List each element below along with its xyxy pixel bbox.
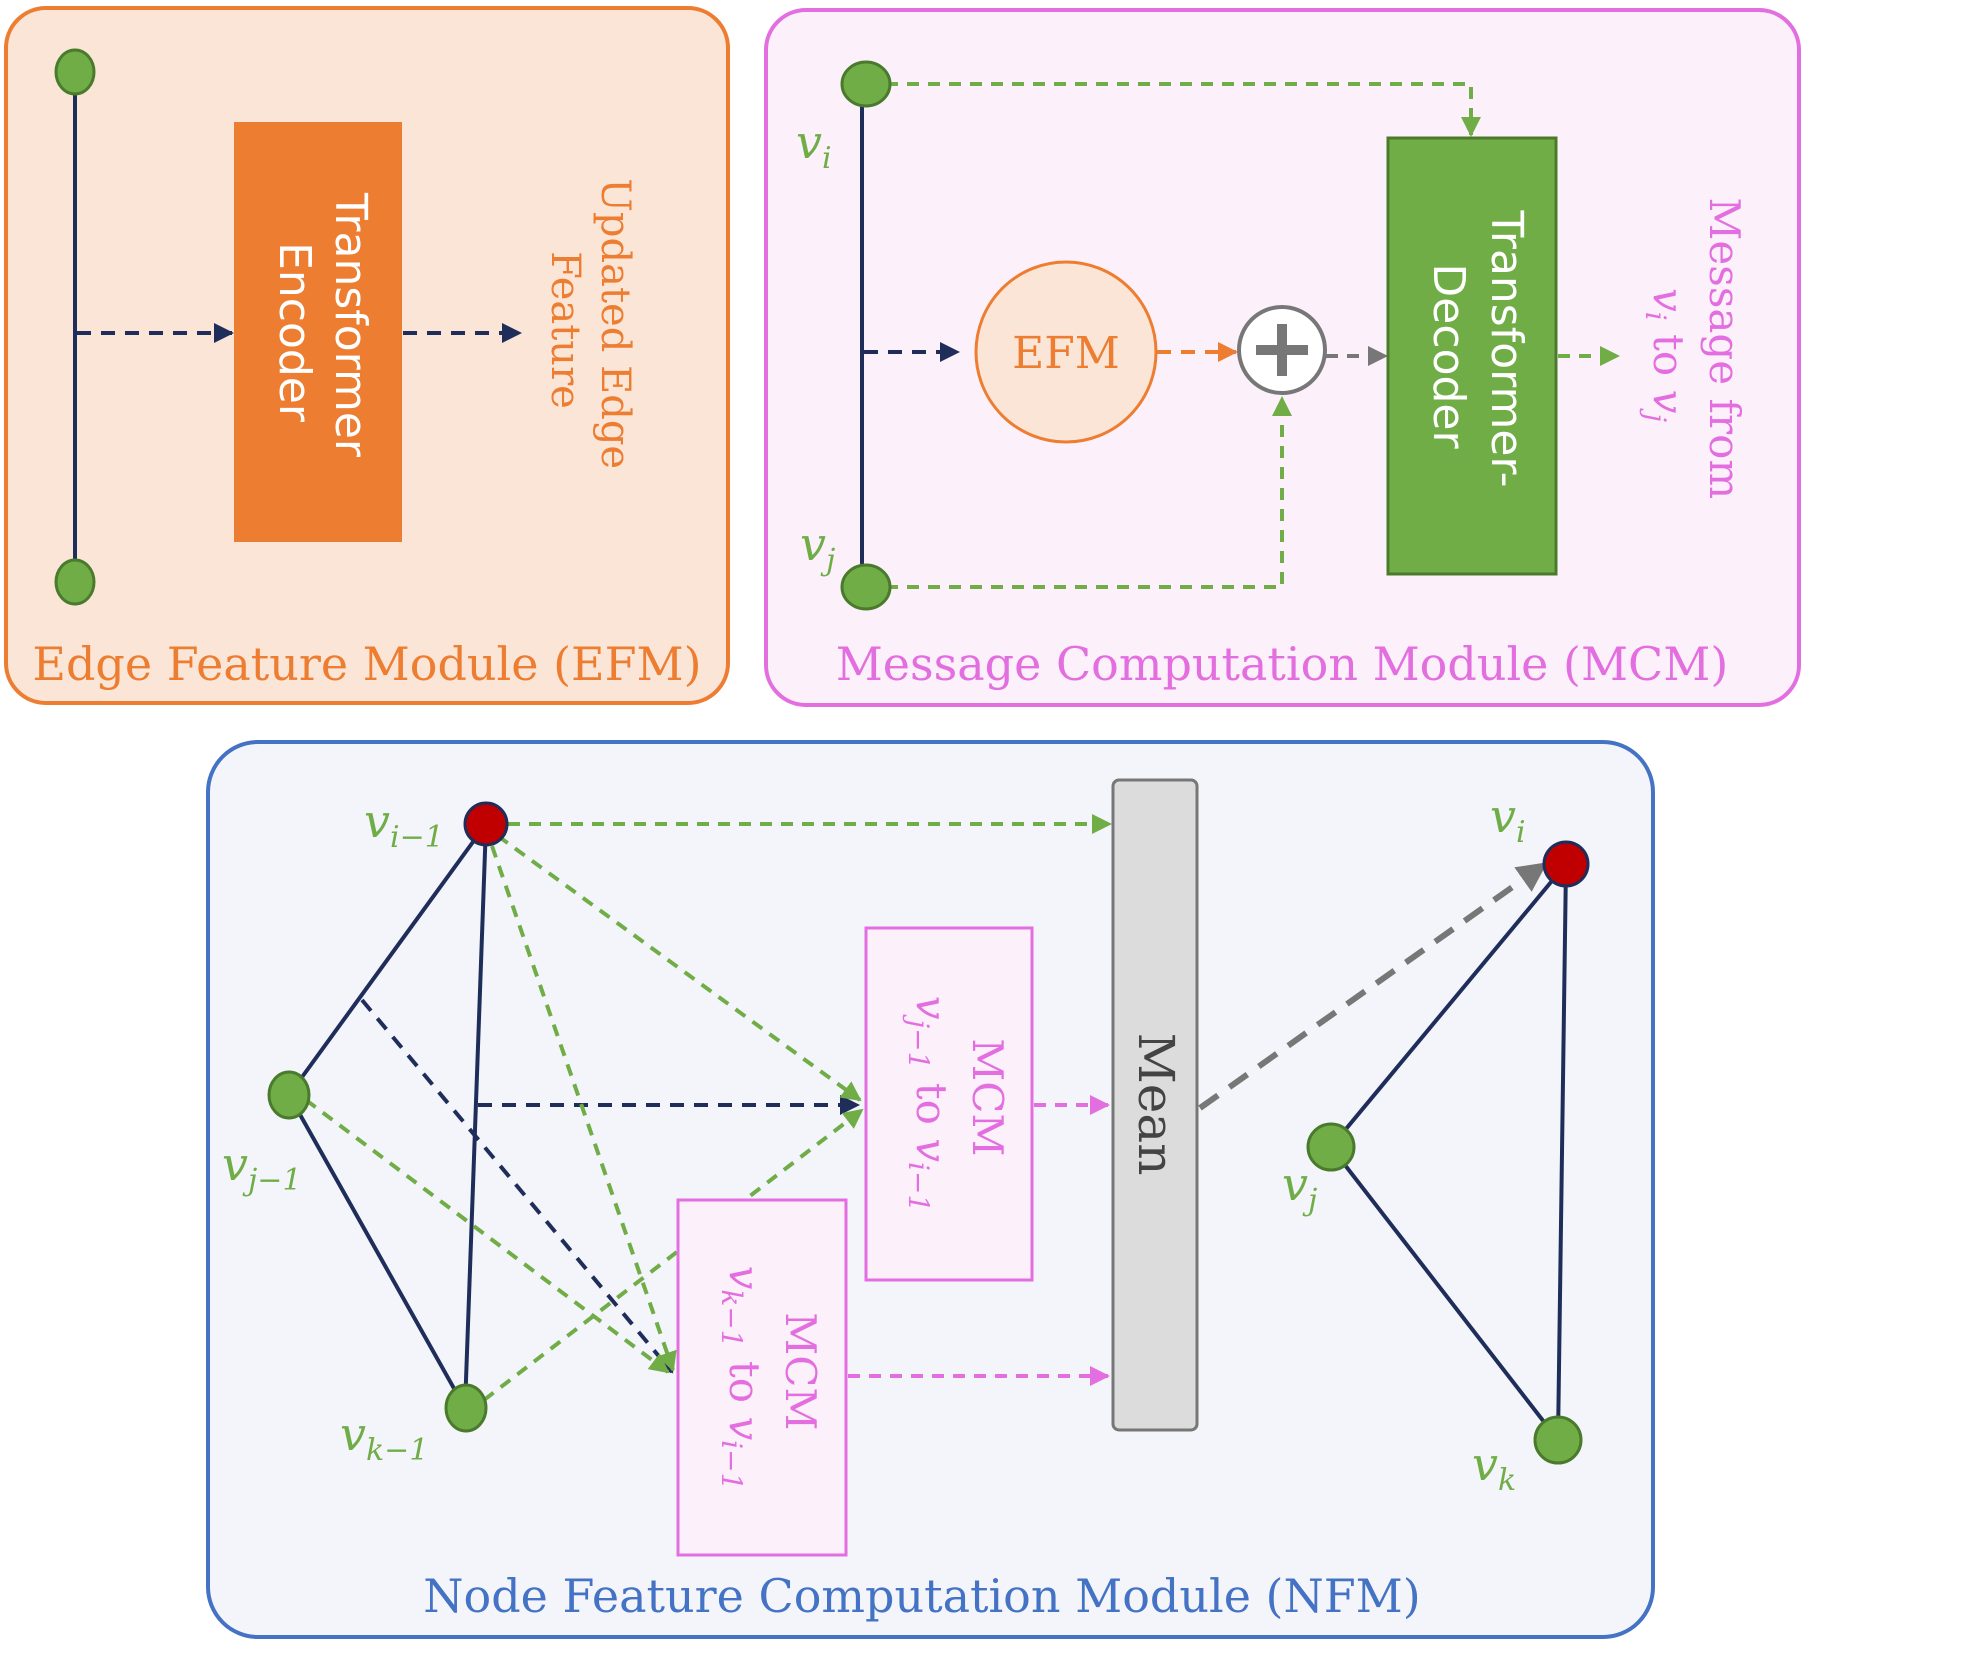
mcm-vi-to-decoder-arrow [886, 82, 1481, 137]
svg-text:Updated Edge Feature: Updated Edge Feature [542, 178, 638, 482]
mean-box [1111, 778, 1199, 1432]
efm-title: Edge Feature Module (EFM) [32, 637, 701, 691]
svg-text:Transformer- Decoder: Transformer- Decoder [1423, 209, 1532, 501]
efm-node-top [54, 48, 96, 96]
svg-text:MCM vk−1 to vi−1: MCM vk−1 to vi−1 [715, 1266, 825, 1491]
efm-panel: Transformer Encoder Updated Edge Feature… [4, 6, 730, 705]
nfm-right-edge-j-k [1329, 1145, 1560, 1442]
mcm-node-i-label: vi [796, 115, 832, 176]
mcm-top-title: MCM [963, 1038, 1012, 1156]
nfm-right-edge-i-j [1329, 862, 1568, 1149]
nfm-vi-to-mcm-top-arrow [496, 834, 862, 1102]
nfm-node-i [1542, 840, 1590, 888]
mcm-node-i [840, 60, 892, 108]
svg-text:MCM vj−1 to vi−1: MCM vj−1 to vi−1 [902, 996, 1012, 1213]
mcm-node-j [840, 563, 892, 611]
mcm-panel: vi vj EFM Transformer- Decoder Message f… [764, 8, 1801, 707]
updated-edge-label-line1: Updated Edge [592, 178, 638, 469]
nfm-node-j-prev-label: vj−1 [222, 1137, 302, 1198]
mcm-top-subtitle: vj−1 to vi−1 [902, 996, 956, 1213]
transformer-decoder-box [1386, 136, 1558, 576]
nfm-edge-feature-arrow-1 [360, 998, 674, 1374]
nfm-vk-to-mcm-top-arrow [482, 1108, 864, 1402]
nfm-panel: vi−1 vj−1 vk−1 MCM vj−1 to vi−1 MCM vk−1… [206, 740, 1655, 1639]
nfm-node-i-prev-label: vi−1 [364, 794, 444, 855]
message-label-line2: vi to vj [1639, 288, 1693, 422]
mean-label: Mean [1127, 1033, 1185, 1176]
nfm-node-j-prev [267, 1070, 311, 1120]
mcm-vj-to-plus-arrow [886, 396, 1292, 589]
decoder-label-line2: Decoder [1423, 263, 1474, 449]
encoder-label-line2: Encoder [269, 242, 320, 423]
nfm-node-k-prev [444, 1383, 488, 1433]
mcm-bottom-subtitle: vk−1 to vi−1 [715, 1266, 769, 1491]
svg-text:Message from vi to vj: Message from vi to vj [1639, 197, 1749, 512]
nfm-title: Node Feature Computation Module (NFM) [423, 1569, 1420, 1623]
nfm-edge-j-i [287, 822, 488, 1097]
mcm-efm-label: EFM [1012, 328, 1120, 379]
nfm-node-j-label: vj [1282, 1157, 1317, 1218]
mcm-bottom-title: MCM [776, 1312, 825, 1430]
message-label-line1: Message from [1700, 197, 1749, 499]
decoder-label-line1: Transformer- [1481, 209, 1532, 487]
nfm-node-k-prev-label: vk−1 [340, 1407, 428, 1468]
mcm-efm-circle [974, 260, 1158, 444]
mcm-title: Message Computation Module (MCM) [836, 637, 1729, 691]
svg-text:Transformer Encoder: Transformer Encoder [269, 192, 376, 471]
nfm-node-i-prev [463, 801, 509, 847]
efm-node-bottom [54, 558, 96, 606]
nfm-right-edge-i-k [1556, 863, 1568, 1441]
nfm-node-i-label: vi [1490, 789, 1526, 850]
nfm-edge-i-k [463, 823, 488, 1409]
encoder-label-line1: Transformer [325, 192, 376, 458]
transformer-encoder-box [234, 122, 402, 542]
mcm-box-top [864, 926, 1034, 1282]
nfm-node-k-label: vk [1472, 1437, 1516, 1498]
nfm-vi-to-mcm-bottom-arrow [490, 845, 677, 1372]
mcm-node-j-label: vj [800, 517, 835, 578]
updated-edge-label-line2: Feature [542, 251, 588, 409]
mcm-box-bottom [676, 1198, 848, 1557]
nfm-node-k [1533, 1415, 1583, 1465]
nfm-node-j [1306, 1122, 1356, 1172]
nfm-edge-j-k [287, 1094, 467, 1409]
